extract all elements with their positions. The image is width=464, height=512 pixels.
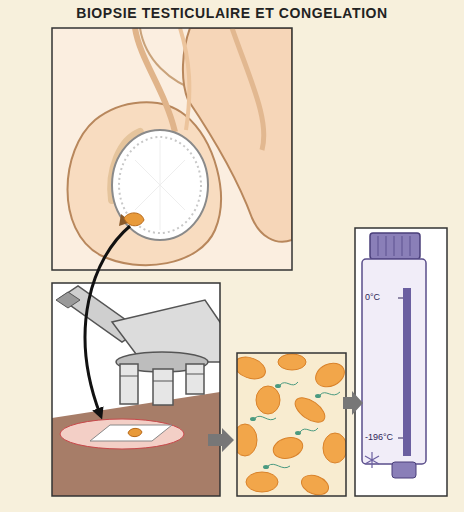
scrotum-shape xyxy=(68,102,221,265)
cryo-tube-panel xyxy=(355,228,447,496)
flow-arrow xyxy=(343,391,363,415)
tissue-panel xyxy=(237,353,346,496)
testis-shape xyxy=(112,130,208,240)
cryo-tube xyxy=(362,259,426,464)
anatomy-panel xyxy=(52,28,292,270)
snowflake-icon xyxy=(365,452,379,468)
biopsy-sample xyxy=(124,213,144,226)
diagram-title: BIOPSIE TESTICULAIRE ET CONGELATION xyxy=(0,5,464,21)
flow-arrow xyxy=(85,226,130,414)
flow-arrow xyxy=(208,428,234,452)
temperature-label: 0°C xyxy=(365,292,380,303)
glass-slide xyxy=(90,425,172,441)
temperature-label: -196°C xyxy=(365,432,393,443)
microscope-panel xyxy=(52,283,220,496)
